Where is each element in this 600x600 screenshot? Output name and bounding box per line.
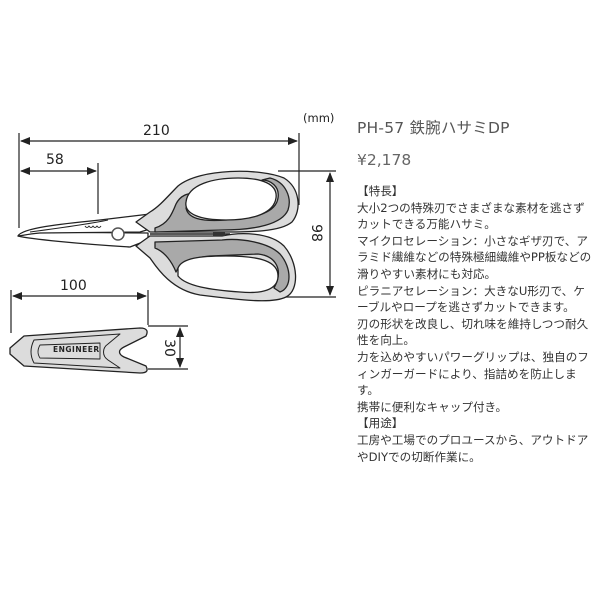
dimension-label-100: 100: [60, 278, 87, 294]
dimension-100: [10, 290, 149, 333]
dimension-label-210: 210: [143, 123, 170, 139]
product-title: PH-57 鉄腕ハサミDP: [357, 119, 510, 137]
usage-text: 工房や工場でのプロユースから、アウトドアやDIYでの切断作業に。: [357, 432, 589, 464]
unit-label: (mm): [303, 111, 335, 125]
feature-item: 携帯に便利なキャップ付き。: [357, 399, 508, 414]
product-dimension-diagram: (mm) 210 58 98 100 30 ENGINEER: [9, 111, 336, 374]
feature-item: ピラニアセレーション：大きなU形刃で、ケーブルやロープを逃さずカットできます。: [357, 283, 585, 315]
feature-item: 刃の形状を改良し、切れ味を維持しつつ耐久性を向上。: [357, 316, 589, 348]
cap-icon: [9, 327, 148, 374]
dimension-30: [148, 325, 188, 370]
product-price: ¥2,178: [357, 151, 412, 169]
product-info-panel: PH-57 鉄腕ハサミDP ¥2,178 【特長】 大小2つの特殊刃でさまざまな…: [357, 116, 595, 465]
dimension-label-98: 98: [307, 224, 324, 242]
dimension-210: [18, 133, 300, 228]
scissors-icon: [17, 170, 299, 302]
dimension-98: [278, 170, 336, 298]
features-heading: 【特長】: [357, 184, 404, 198]
feature-item: マイクロセレーション：小さなギザ刃で、アラミド繊維などの特殊極細繊維やPP板など…: [357, 233, 592, 281]
scissors-drawing: [9, 133, 336, 374]
dimension-58: [20, 163, 99, 214]
usage-heading: 【用途】: [357, 416, 404, 431]
cap-brand-logo: ENGINEER: [53, 345, 100, 354]
dimension-label-58: 58: [46, 152, 64, 168]
product-description: 【特長】 大小2つの特殊刃でさまざまな素材を逃さずカットできる万能ハサミ。 マイ…: [357, 183, 595, 465]
feature-item: 力を込めやすいパワーグリップは、独自のフィンガーガードにより、指詰めを防止します…: [357, 349, 589, 398]
dimension-label-30: 30: [160, 339, 177, 357]
feature-item: 大小2つの特殊刃でさまざまな素材を逃さずカットできる万能ハサミ。: [357, 200, 585, 232]
